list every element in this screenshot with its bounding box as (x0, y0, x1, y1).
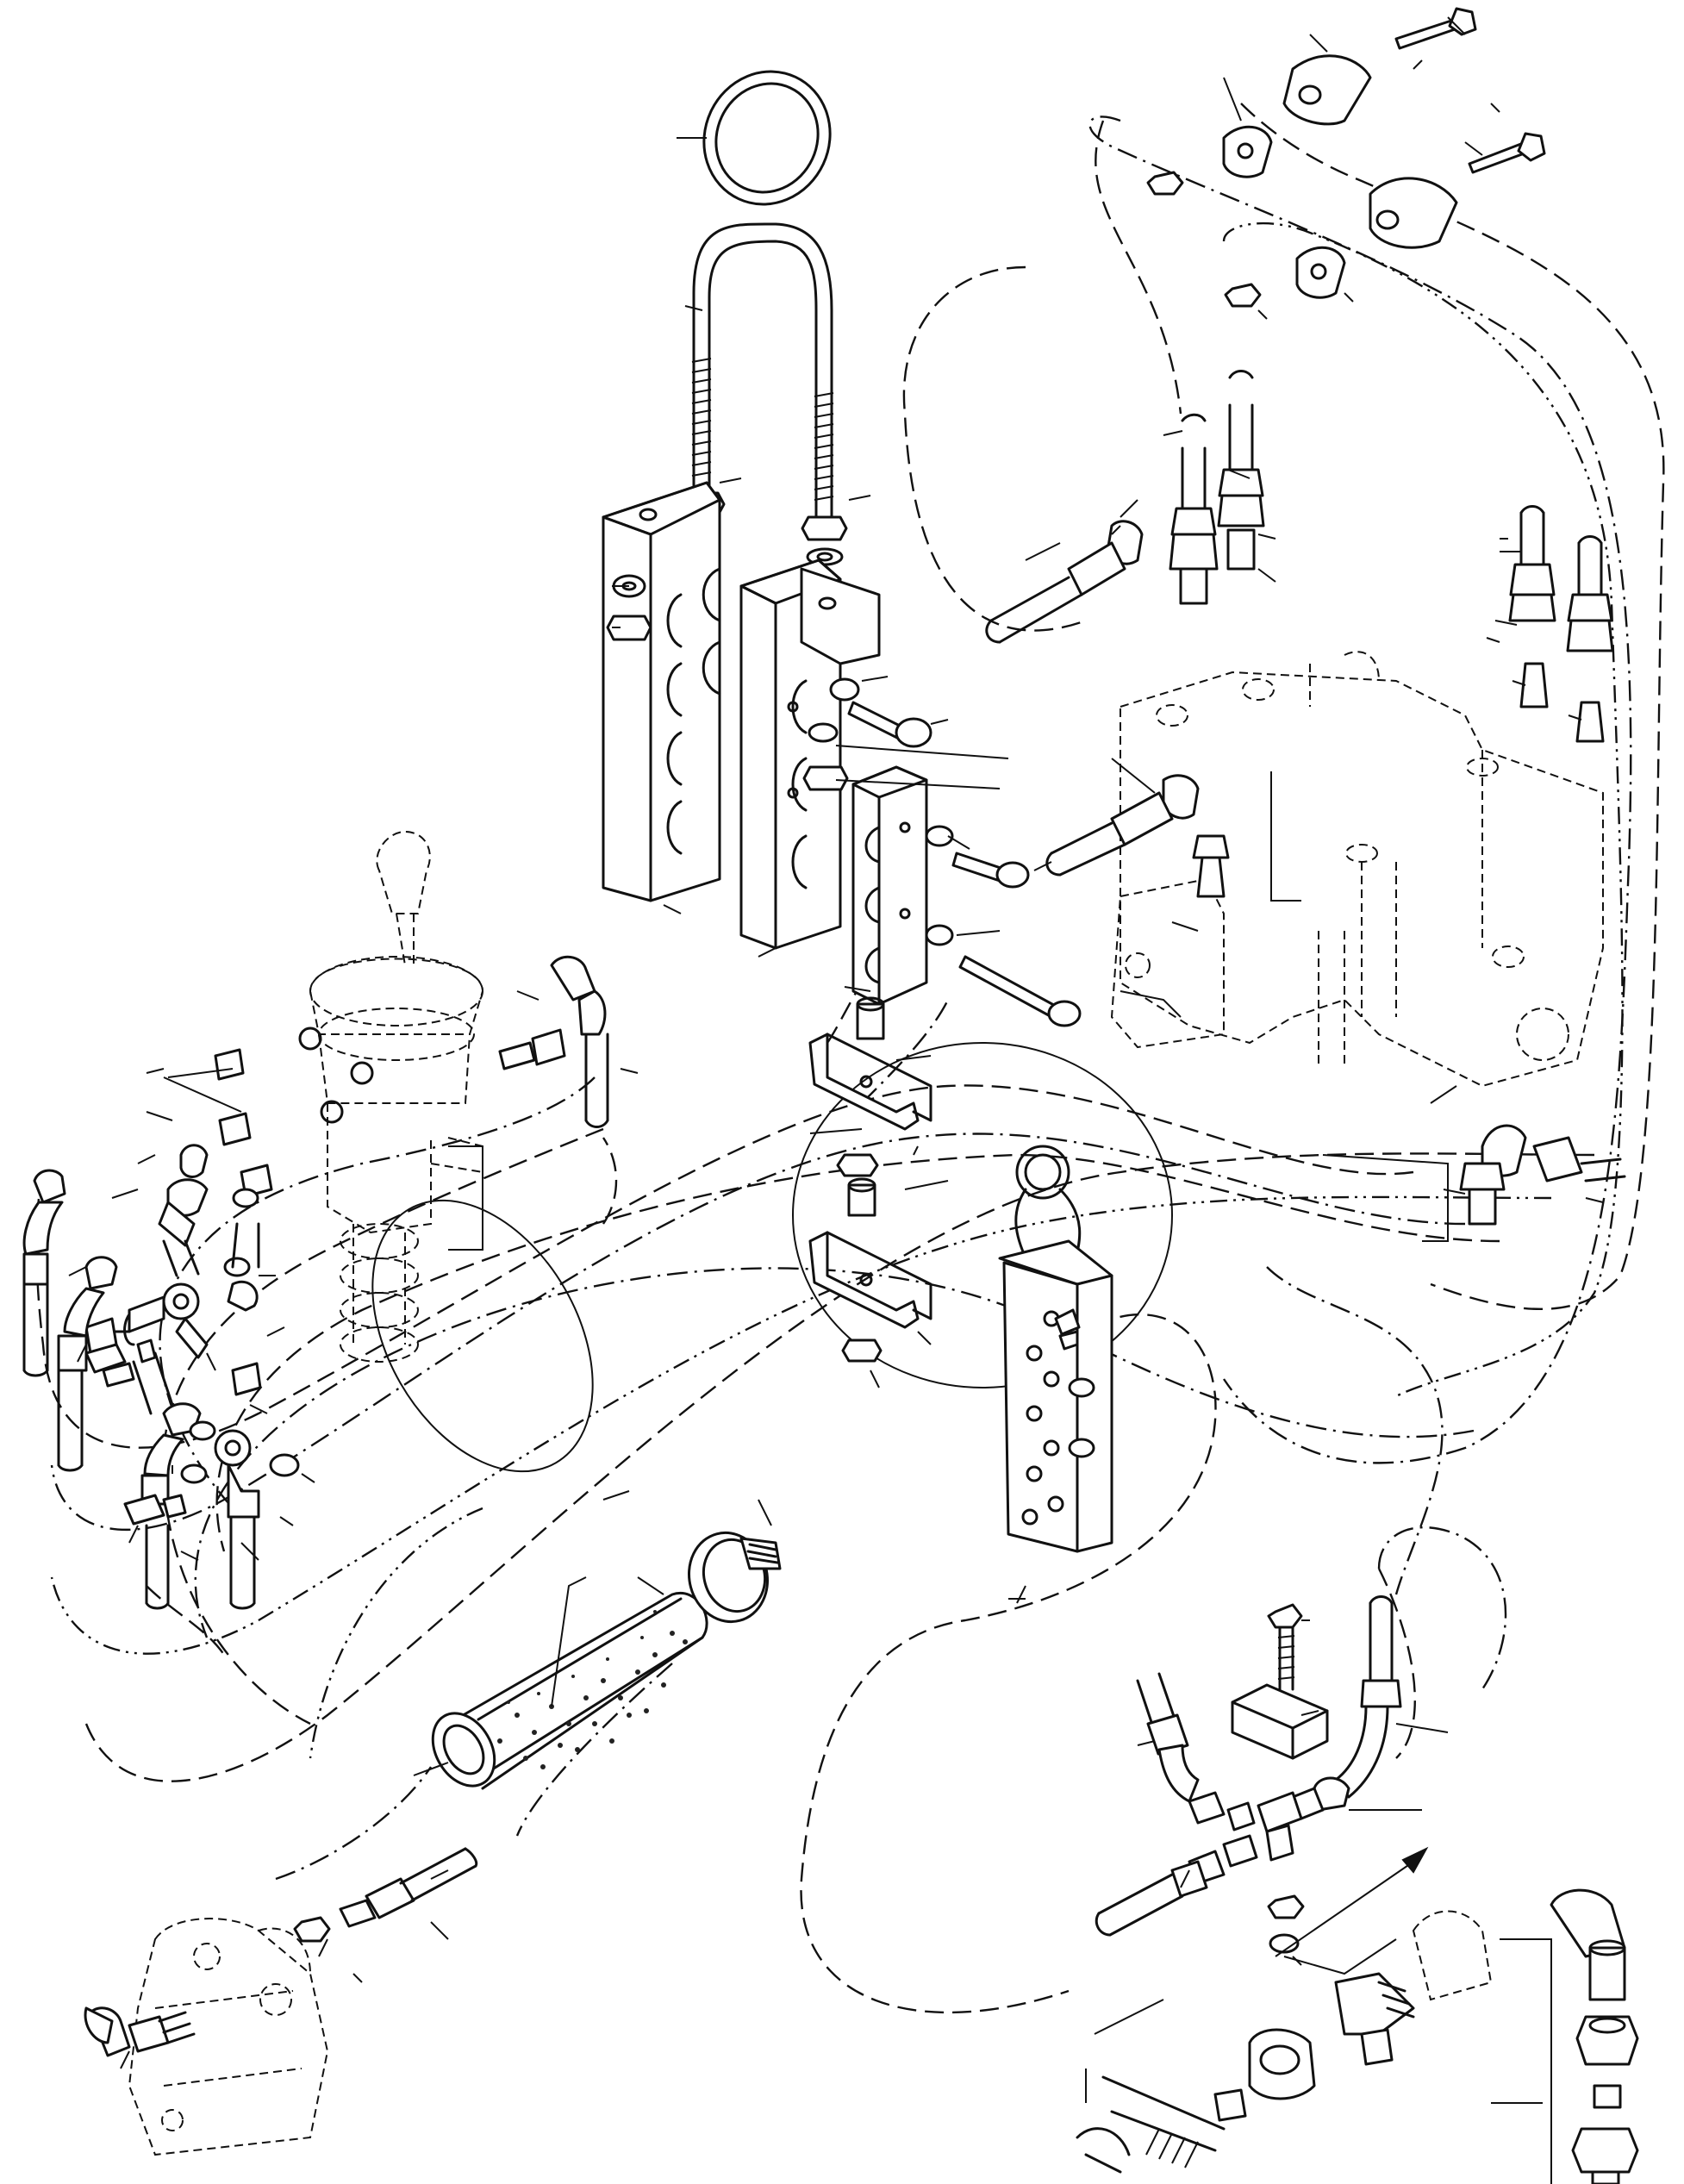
lower-left-hose (293, 1847, 478, 1943)
joystick (298, 830, 484, 1363)
hose-clamp-top-1 (1146, 7, 1477, 196)
joystick-fittings (22, 956, 609, 1610)
clamp-block-middle (739, 558, 881, 950)
arrow (1275, 1846, 1429, 1975)
clamp-block-rear (602, 481, 721, 902)
callout-leaders (68, 16, 1604, 2069)
protective-sleeve (431, 1591, 708, 1790)
support-brackets (808, 996, 932, 1363)
lower-bolt-bracket (1231, 1603, 1329, 1760)
hose-clamp-band (687, 1531, 782, 1624)
pump-housing (84, 1918, 329, 2156)
control-valve (1110, 651, 1604, 1088)
u-bolt (691, 222, 834, 519)
hose-clamp-top-2 (1224, 132, 1546, 308)
block-bolts (802, 677, 1082, 1027)
hose-routing-lines (35, 103, 1665, 2014)
o-ring (702, 70, 832, 206)
fitting-detail (1076, 1888, 1639, 2184)
valve-lower-fittings (1322, 1124, 1626, 1242)
hose-hanger (998, 1145, 1113, 1553)
lower-hoses (1095, 1595, 1402, 1954)
clamp-block-front (851, 765, 928, 1006)
valve-fittings (985, 370, 1614, 902)
